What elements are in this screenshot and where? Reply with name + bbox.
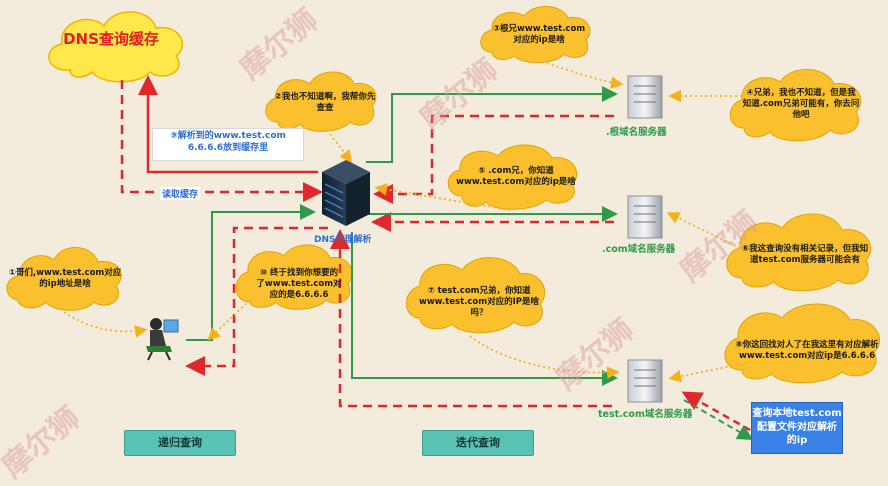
green-arrows xyxy=(186,86,754,440)
root-server-label: .根域名服务器 xyxy=(606,127,667,138)
cloud-4 xyxy=(729,69,862,142)
cloud-8 xyxy=(724,303,880,384)
arrow-root-reply xyxy=(373,114,614,204)
com-server-icon xyxy=(627,195,663,239)
iterative-query-button[interactable]: 迭代查询 xyxy=(422,430,534,456)
proxy-label: DNS代理解析 xyxy=(314,235,372,245)
recursive-query-button[interactable]: 递归查询 xyxy=(124,430,236,456)
arrow-user-request xyxy=(186,204,316,341)
com-server-label: .com域名服务器 xyxy=(602,244,676,255)
cloud-1-text: ①哥们,www.test.com对应的ip地址是啥 xyxy=(8,268,122,290)
arrow-to-root xyxy=(366,86,618,163)
user-at-computer-icon xyxy=(146,318,179,361)
dns-cache-title: DNS查询缓存 xyxy=(63,30,159,48)
cloud-1 xyxy=(6,247,122,311)
cloud-6 xyxy=(726,213,872,292)
arrow-to-test xyxy=(351,232,618,386)
arrow-test-reply xyxy=(330,229,612,408)
cloud-2-text: ②我也不知道啊，我帮你先查查 xyxy=(274,92,376,114)
cloud-9-text: ⑩ 终于找到你想要的了www.test.com对应的是6.6.6.6 xyxy=(256,268,342,301)
cloud-6-text: ⑥我这查询没有相关记录，但我知道test.com服务器可能会有 xyxy=(741,244,869,266)
arrow-cache-read xyxy=(120,80,323,202)
yellow-pointers xyxy=(63,61,753,383)
cloud-3 xyxy=(480,6,591,63)
cloud-9 xyxy=(235,244,353,310)
test-server-label: test.com域名服务器 xyxy=(598,409,693,420)
cloud-5 xyxy=(447,144,578,210)
read-cache-label: 读取缓存 xyxy=(160,187,201,200)
arrow-query-box-reply xyxy=(681,391,751,432)
cloud-2 xyxy=(265,71,377,132)
dns-proxy-server-icon xyxy=(322,160,370,226)
dns-cache-cloud xyxy=(48,11,184,83)
test-server-icon xyxy=(627,359,663,403)
cloud-4-text: ④兄弟，我也不知道，但是我知道.com兄弟可能有，你去问他吧 xyxy=(742,88,860,121)
root-server-icon xyxy=(627,75,663,119)
arrow-cache-write xyxy=(138,75,318,174)
arrow-final-reply xyxy=(185,226,328,376)
arrow-to-query-box xyxy=(683,399,754,440)
dns-diagram-canvas xyxy=(6,6,880,440)
red-arrows xyxy=(120,75,751,432)
cloud-7 xyxy=(406,257,546,334)
